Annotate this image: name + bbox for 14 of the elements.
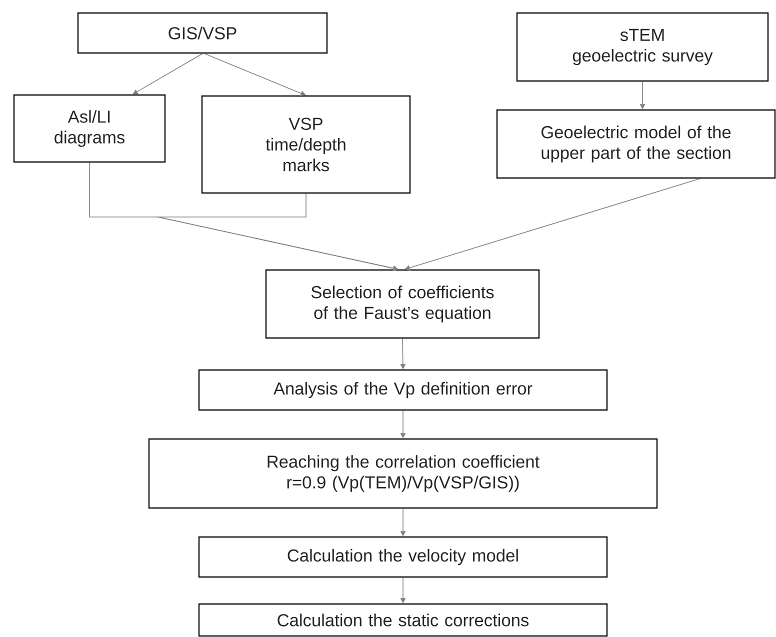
process-box: Analysis of the Vp definition error <box>198 369 608 411</box>
process-box: Calculation the velocity model <box>198 536 608 578</box>
arrow <box>204 53 306 96</box>
process-box: Asl/LI diagrams <box>13 94 166 163</box>
arrow <box>404 178 700 270</box>
process-box: Selection of coefficients of the Faust’s equation <box>265 269 540 339</box>
process-box: sTEM geoelectric survey <box>516 12 769 82</box>
process-box: Geoelectric model of the upper part of the section <box>496 109 776 179</box>
process-box: Calculation the static corrections <box>198 603 608 637</box>
process-box: VSP time/depth marks <box>201 95 411 194</box>
arrow <box>132 53 203 94</box>
process-box: Reaching the correlation coefficient r=0.9 (Vp(TEM)/Vp(VSP/GIS)) <box>148 438 658 509</box>
process-box: GIS/VSP <box>77 12 328 54</box>
arrow <box>154 193 398 271</box>
